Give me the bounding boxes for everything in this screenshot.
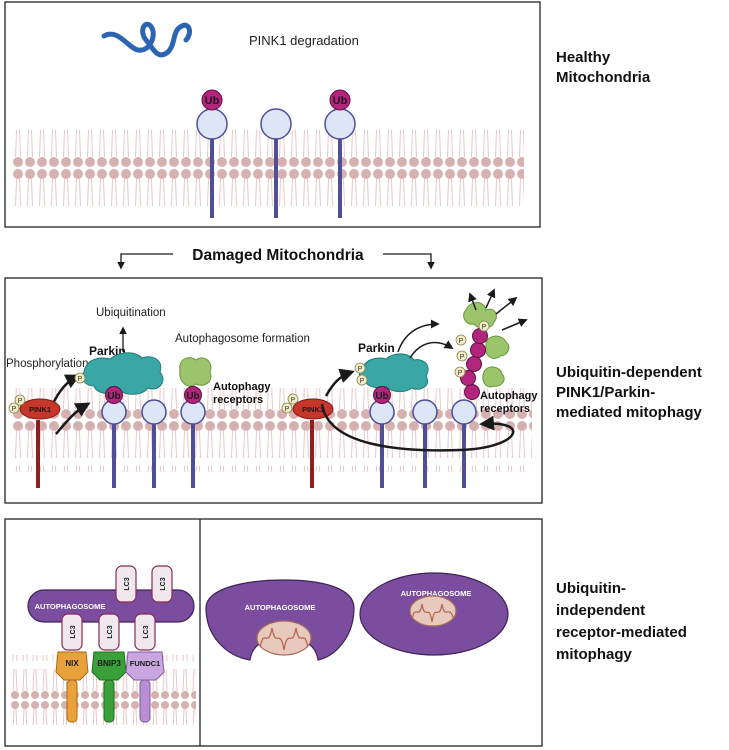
autophagy-receptors-label-right-1: Autophagy xyxy=(480,390,538,402)
healthy-label-line2: Mitochondria xyxy=(556,69,651,86)
green-receptor-low xyxy=(482,366,505,388)
phosphorylation-label: Phosphorylation xyxy=(6,358,88,370)
fundc1-label: FUNDC1 xyxy=(130,659,160,668)
lc3-top-1: LC3 xyxy=(115,565,137,603)
svg-text:P: P xyxy=(458,370,463,377)
svg-text:P: P xyxy=(291,397,296,404)
svg-text:PINK1: PINK1 xyxy=(302,405,324,414)
damaged-header: Damaged Mitochondria xyxy=(117,247,435,270)
svg-text:LC3: LC3 xyxy=(124,577,131,590)
parkin-phospho-left: P xyxy=(74,372,86,384)
svg-text:LC3: LC3 xyxy=(160,577,167,590)
stalk-right-3 xyxy=(451,399,477,488)
autophagy-receptors-label-right-2: receptors xyxy=(480,403,530,415)
svg-text:P: P xyxy=(360,378,365,385)
autophagosome-bar-label: AUTOPHAGOSOME xyxy=(35,602,106,611)
stalk-right-1: Ub xyxy=(369,386,395,488)
stalk-left-3: Ub xyxy=(180,386,206,488)
ubiquitination-up-arrow-right xyxy=(397,319,440,353)
ub-chain-3 xyxy=(466,356,482,372)
parkin-protein-left xyxy=(82,352,164,395)
receptor-label-line2: independent xyxy=(556,602,645,619)
parkin-label-right: Parkin xyxy=(358,341,395,355)
svg-text:P: P xyxy=(18,398,23,405)
receptor-stalk-2 xyxy=(260,108,292,218)
pink1-degraded-strand xyxy=(101,21,192,58)
autophagosome-formation-label: Autophagosome formation xyxy=(175,333,310,345)
stalk-left-1: Ub xyxy=(101,386,127,488)
autophagosome-label-right: AUTOPHAGOSOME xyxy=(401,589,472,598)
receptor-stalk-3 xyxy=(324,108,356,218)
autophagosome-label-left: AUTOPHAGOSOME xyxy=(245,603,316,612)
membrane-healthy xyxy=(12,124,524,208)
pink1-parkin-label-line1: Ubiquitin-dependent xyxy=(556,364,702,381)
svg-text:P: P xyxy=(459,338,464,345)
panel-pink1-parkin: Ubiquitination Phosphorylation Parkin P … xyxy=(4,277,703,504)
receptor-label-line1: Ubiquitin- xyxy=(556,580,626,597)
ub-tag-1: Ub xyxy=(201,89,223,111)
svg-text:Ub: Ub xyxy=(186,391,199,402)
ub-chain-1 xyxy=(464,384,480,400)
bnip3-label: BNIP3 xyxy=(97,659,121,668)
mitochondrion-right xyxy=(409,595,457,627)
panel-receptor-mediated: AUTOPHAGOSOME LC3 LC3 LC3 NIX LC3 BNIP3 … xyxy=(4,518,687,747)
stalk-right-2 xyxy=(412,399,438,488)
lc3-top-2: LC3 xyxy=(151,565,173,603)
svg-text:P: P xyxy=(12,406,17,413)
ub-chain-4 xyxy=(470,342,486,358)
feedback-loop-arrow xyxy=(320,403,515,452)
svg-text:Ub: Ub xyxy=(333,95,348,107)
receptor-stalk-1 xyxy=(196,108,228,218)
ub-tag-2: Ub xyxy=(329,89,351,111)
svg-text:P: P xyxy=(285,406,290,413)
pink1-degradation-label: PINK1 degradation xyxy=(249,33,359,48)
parkin-to-chain-arrow xyxy=(409,340,454,359)
burst-arrow-4 xyxy=(501,318,528,331)
burst-arrow-1 xyxy=(468,292,477,311)
autophagy-receptors-label-left-1: Autophagy xyxy=(213,381,271,393)
autophagosome-engulfing: AUTOPHAGOSOME xyxy=(205,579,355,661)
svg-text:Ub: Ub xyxy=(107,391,120,402)
svg-text:P: P xyxy=(358,366,363,373)
svg-text:P: P xyxy=(460,354,465,361)
pink1-left: PINK1 P P xyxy=(8,394,61,488)
panel-healthy: PINK1 degradation Ub Ub Healthy Mitochon… xyxy=(4,1,651,228)
bnip3-receptor: LC3 BNIP3 xyxy=(91,613,127,723)
nix-receptor: LC3 NIX xyxy=(55,613,89,723)
parkin-phospho-right: P P xyxy=(354,362,368,386)
svg-text:LC3: LC3 xyxy=(107,625,114,638)
parkin-recruit-arrow-right xyxy=(324,368,355,397)
autophagosome-enclosed: AUTOPHAGOSOME xyxy=(359,572,509,656)
svg-text:PINK1: PINK1 xyxy=(29,405,51,414)
parkin-ub-arrow xyxy=(55,402,91,435)
svg-text:P: P xyxy=(78,376,83,383)
ub-chain-right: P P P P xyxy=(454,302,510,400)
damaged-arrow-right xyxy=(383,253,435,270)
svg-text:LC3: LC3 xyxy=(143,625,150,638)
pink1-parkin-label-line3: mediated mitophagy xyxy=(556,404,703,421)
nix-label: NIX xyxy=(65,659,79,668)
pink1-parkin-label-line2: PINK1/Parkin- xyxy=(556,384,655,401)
green-receptor-mid xyxy=(485,335,510,359)
burst-arrow-3 xyxy=(495,296,518,315)
receptor-label-line4: mitophagy xyxy=(556,646,632,663)
autophagy-receptors-label-left-2: receptors xyxy=(213,394,263,406)
svg-text:LC3: LC3 xyxy=(70,625,77,638)
ubiquitination-label: Ubiquitination xyxy=(96,307,166,319)
burst-arrow-2 xyxy=(485,288,496,309)
green-receptor-top xyxy=(463,302,497,329)
receptor-label-line3: receptor-mediated xyxy=(556,624,687,641)
svg-text:Ub: Ub xyxy=(375,391,388,402)
membrane-damaged xyxy=(12,388,532,472)
mitochondrion-left xyxy=(256,620,312,656)
svg-text:Ub: Ub xyxy=(205,95,220,107)
fundc1-receptor: LC3 FUNDC1 xyxy=(125,613,165,723)
healthy-label-line1: Healthy xyxy=(556,49,611,66)
damaged-arrow-left xyxy=(117,253,173,270)
svg-text:P: P xyxy=(482,324,487,331)
damaged-label: Damaged Mitochondria xyxy=(192,247,364,264)
autophagy-receptor-left xyxy=(179,357,212,387)
stalk-left-2 xyxy=(141,399,167,488)
